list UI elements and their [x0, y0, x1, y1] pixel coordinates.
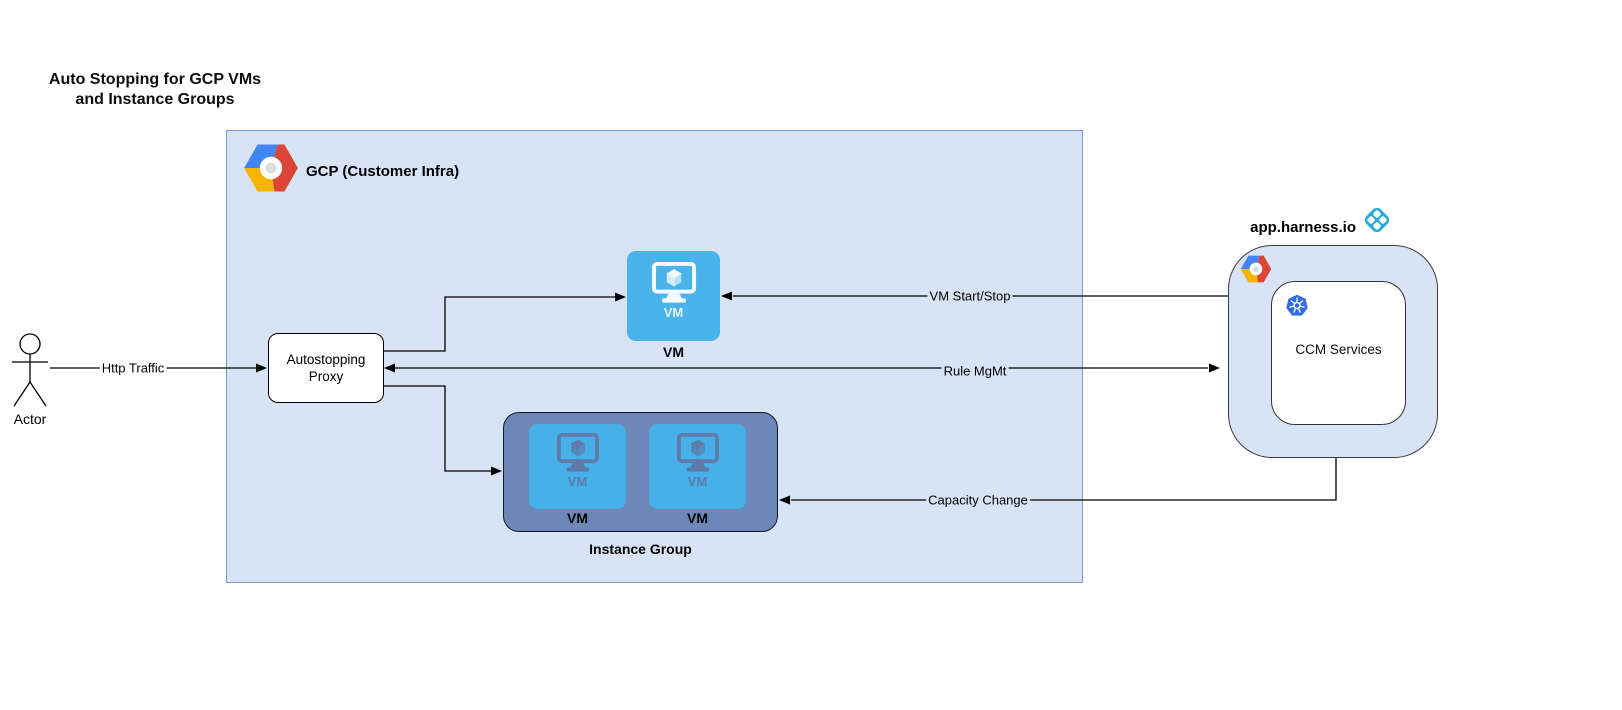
vm-inner-label: VM — [567, 474, 588, 489]
ccm-services-node: CCM Services — [1271, 281, 1406, 425]
edge-label-rule-mgmt: Rule MgMt — [941, 363, 1009, 379]
diagram-title-line1: Auto Stopping for GCP VMs — [48, 71, 262, 88]
vm-monitor-icon — [556, 433, 599, 473]
gcp-container-label: GCP (Customer Infra) — [306, 163, 460, 180]
harness-logo-icon — [1364, 207, 1390, 233]
autostopping-proxy-node: Autostopping Proxy — [268, 333, 384, 403]
instance-group-vm-2: VM — [649, 424, 746, 509]
instance-group-label: Instance Group — [589, 541, 692, 557]
edge-label-http-traffic: Http Traffic — [99, 360, 167, 376]
ccm-services-label: CCM Services — [1295, 342, 1382, 357]
gcp-logo-icon — [244, 144, 298, 192]
vm-node-label: VM — [663, 344, 684, 360]
kubernetes-logo-icon — [1286, 294, 1308, 316]
instance-group-node: VM VM VM VM — [503, 412, 778, 532]
edge-label-vm-start-stop: VM Start/Stop — [927, 288, 1013, 304]
vm-node: VM — [627, 251, 720, 341]
actor-label: Actor — [13, 411, 47, 427]
edge-label-capacity-change: Capacity Change — [926, 492, 1030, 508]
diagram-title-line2: and Instance Groups — [75, 91, 235, 108]
instance-group-vm-1: VM — [529, 424, 626, 509]
vm-node-label: VM — [567, 510, 588, 526]
vm-monitor-icon — [676, 433, 719, 473]
vm-node-label: VM — [687, 510, 708, 526]
diagram-title: Auto Stopping for GCP VMs and Instance G… — [33, 70, 277, 110]
actor-figure — [12, 333, 48, 407]
vm-inner-label: VM — [687, 474, 708, 489]
proxy-label-line2: Proxy — [308, 369, 344, 384]
gcp-logo-icon — [1240, 255, 1272, 283]
proxy-label-line1: Autostopping — [286, 352, 366, 367]
vm-monitor-icon — [649, 262, 699, 304]
vm-inner-label: VM — [663, 305, 684, 320]
harness-title: app.harness.io — [1250, 219, 1356, 236]
harness-container: CCM Services — [1228, 245, 1438, 458]
